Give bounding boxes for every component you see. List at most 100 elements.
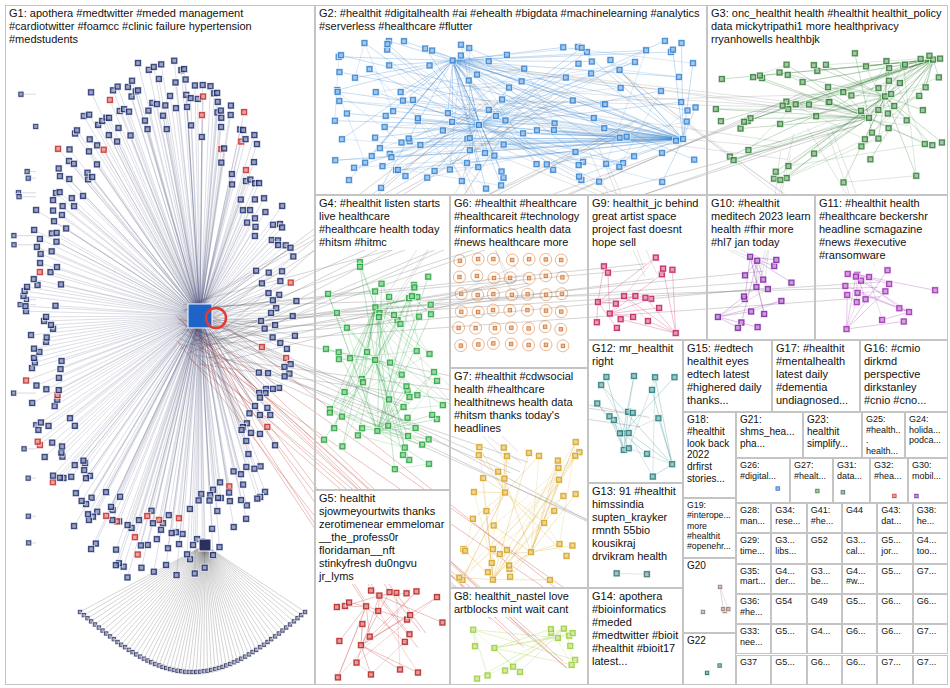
vertex-icon-detail: [184, 78, 188, 82]
edge-line: [62, 316, 200, 361]
vertex-icon-detail: [131, 651, 134, 654]
edge-line: [200, 316, 220, 547]
edge-line: [119, 316, 200, 521]
edge-line: [70, 149, 200, 315]
vertex-icon-detail: [27, 177, 30, 180]
vertex-icon: [679, 135, 686, 142]
vertex-icon-detail: [58, 476, 62, 480]
vertex-icon-detail: [60, 445, 64, 449]
edge-line: [196, 288, 769, 341]
edge-line: [14, 393, 36, 394]
vertex-icon: [43, 334, 50, 341]
vertex-icon: [108, 503, 115, 510]
edge-line: [364, 43, 478, 125]
vertex-icon-detail: [459, 43, 463, 47]
vertex-icon-detail: [260, 345, 264, 349]
vertex-icon-detail: [300, 614, 303, 617]
vertex-icon-detail: [181, 532, 185, 536]
vertex-icon-detail: [58, 174, 62, 178]
edge-line: [846, 270, 887, 329]
vertex-icon: [362, 159, 369, 166]
edge-line: [645, 298, 675, 333]
vertex-icon: [303, 610, 308, 615]
vertex-icon: [214, 508, 221, 515]
edge-line: [138, 90, 200, 316]
vertex-icon-detail: [211, 488, 215, 492]
edge-line: [57, 233, 200, 316]
edge-line: [102, 121, 200, 316]
vertex-icon: [251, 403, 258, 410]
vertex-icon-detail: [18, 195, 21, 198]
vertex-icon-detail: [694, 106, 698, 110]
vertex-icon-detail: [270, 238, 274, 242]
vertex-icon-detail: [168, 94, 172, 98]
vertex-icon-detail: [200, 492, 204, 496]
vertex-icon: [85, 511, 92, 518]
vertex-icon: [58, 358, 65, 365]
edge-line: [453, 50, 647, 60]
edge-line: [200, 162, 254, 316]
vertex-icon-detail: [58, 190, 62, 194]
vertex-icon: [247, 429, 254, 436]
vertex-icon-detail: [170, 531, 174, 535]
edge-line: [663, 269, 676, 333]
vertex-icon: [131, 534, 138, 541]
vertex-icon-detail: [283, 365, 287, 369]
vertex-icon-detail: [73, 424, 77, 428]
vertex-icon: [115, 124, 122, 131]
edge-line: [200, 223, 247, 316]
vertex-icon: [243, 463, 250, 470]
vertex-icon: [334, 88, 341, 95]
vertex-icon-detail: [51, 441, 55, 445]
edge-line: [330, 413, 429, 440]
vertex-icon-detail: [502, 143, 506, 147]
vertex-icon-detail: [79, 611, 82, 614]
vertex-icon-detail: [240, 657, 243, 660]
vertex-icon-detail: [468, 46, 472, 50]
edge-line: [531, 461, 558, 553]
edge-line: [132, 97, 200, 316]
vertex-icon: [187, 95, 194, 102]
vertex-icon-detail: [229, 104, 233, 108]
vertex-icon: [137, 542, 144, 549]
edge-line: [358, 360, 375, 435]
edge-line: [803, 60, 934, 82]
edge-line: [889, 68, 924, 144]
vertex-icon-detail: [278, 632, 281, 635]
vertex-icon-detail: [161, 114, 165, 118]
edge-line: [479, 62, 635, 125]
vertex-icon: [265, 290, 272, 297]
vertex-icon: [88, 89, 95, 96]
vertex-icon-detail: [146, 543, 150, 547]
vertex-icon-detail: [164, 563, 168, 567]
edge-line: [375, 305, 430, 308]
vertex-icon-detail: [257, 181, 261, 185]
edge-line: [787, 96, 885, 178]
edge-line: [200, 183, 255, 316]
vertex-icon: [138, 564, 145, 571]
vertex-icon-detail: [89, 547, 93, 551]
vertex-icon-detail: [159, 528, 163, 532]
vertex-icon: [89, 173, 96, 180]
vertex-icon-detail: [245, 504, 249, 508]
edge-line: [360, 267, 409, 397]
vertex-icon: [127, 132, 134, 139]
edge-line: [479, 48, 582, 125]
vertex-icon: [48, 321, 55, 328]
vertex-icon-detail: [165, 127, 169, 131]
vertex-icon: [100, 146, 107, 153]
edge-line: [375, 307, 416, 351]
edge-line: [377, 431, 422, 445]
vertex-icon: [500, 141, 507, 148]
vertex-icon: [267, 411, 274, 418]
edge-line: [753, 65, 786, 78]
edge-line: [623, 376, 634, 433]
edge-line: [851, 95, 885, 97]
vertex-icon: [272, 322, 279, 329]
vertex-icon-detail: [94, 542, 98, 546]
vertex-icon: [227, 111, 234, 118]
vertex-icon-detail: [72, 524, 76, 528]
vertex-icon: [449, 57, 456, 64]
vertex-icon-detail: [193, 84, 197, 88]
edge-line: [453, 61, 688, 111]
